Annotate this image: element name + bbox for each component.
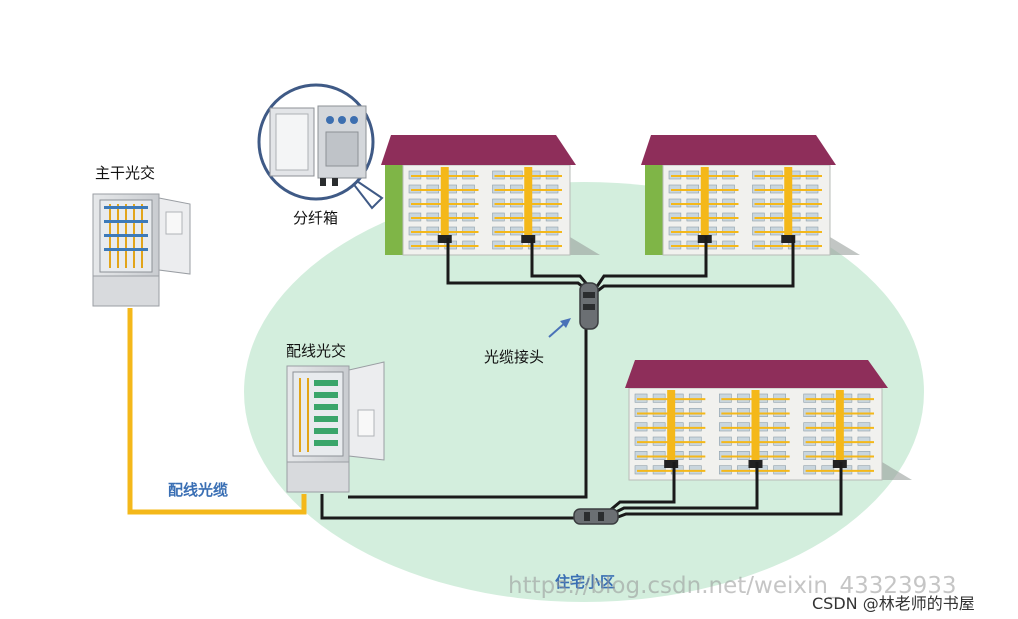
distribution-cable	[127, 308, 307, 515]
splice-closure-label: 光缆接头	[484, 348, 545, 366]
building-b2	[641, 135, 860, 256]
distribution-cable-label: 配线光缆	[168, 481, 229, 499]
splitter-box-callout	[257, 83, 384, 210]
main-cabinet	[92, 193, 191, 307]
splice-closure-top	[579, 282, 599, 330]
splice-arrow	[548, 318, 571, 338]
residential-area-label: 住宅小区	[555, 573, 616, 591]
splice-closure-bottom	[573, 508, 619, 525]
buildings	[381, 135, 912, 481]
credit-text: CSDN @林老师的书屋	[812, 594, 975, 613]
main-cabinet-label: 主干光交	[95, 164, 156, 182]
feeder-cables	[320, 322, 588, 520]
splitter-box-label: 分纤箱	[293, 209, 339, 227]
watermark: https://blog.csdn.net/weixin_43323933	[508, 573, 957, 599]
distribution-cabinet	[286, 361, 385, 493]
distribution-cabinet-label: 配线光交	[286, 342, 347, 360]
building-b3	[625, 360, 912, 481]
building-b1	[381, 135, 600, 256]
